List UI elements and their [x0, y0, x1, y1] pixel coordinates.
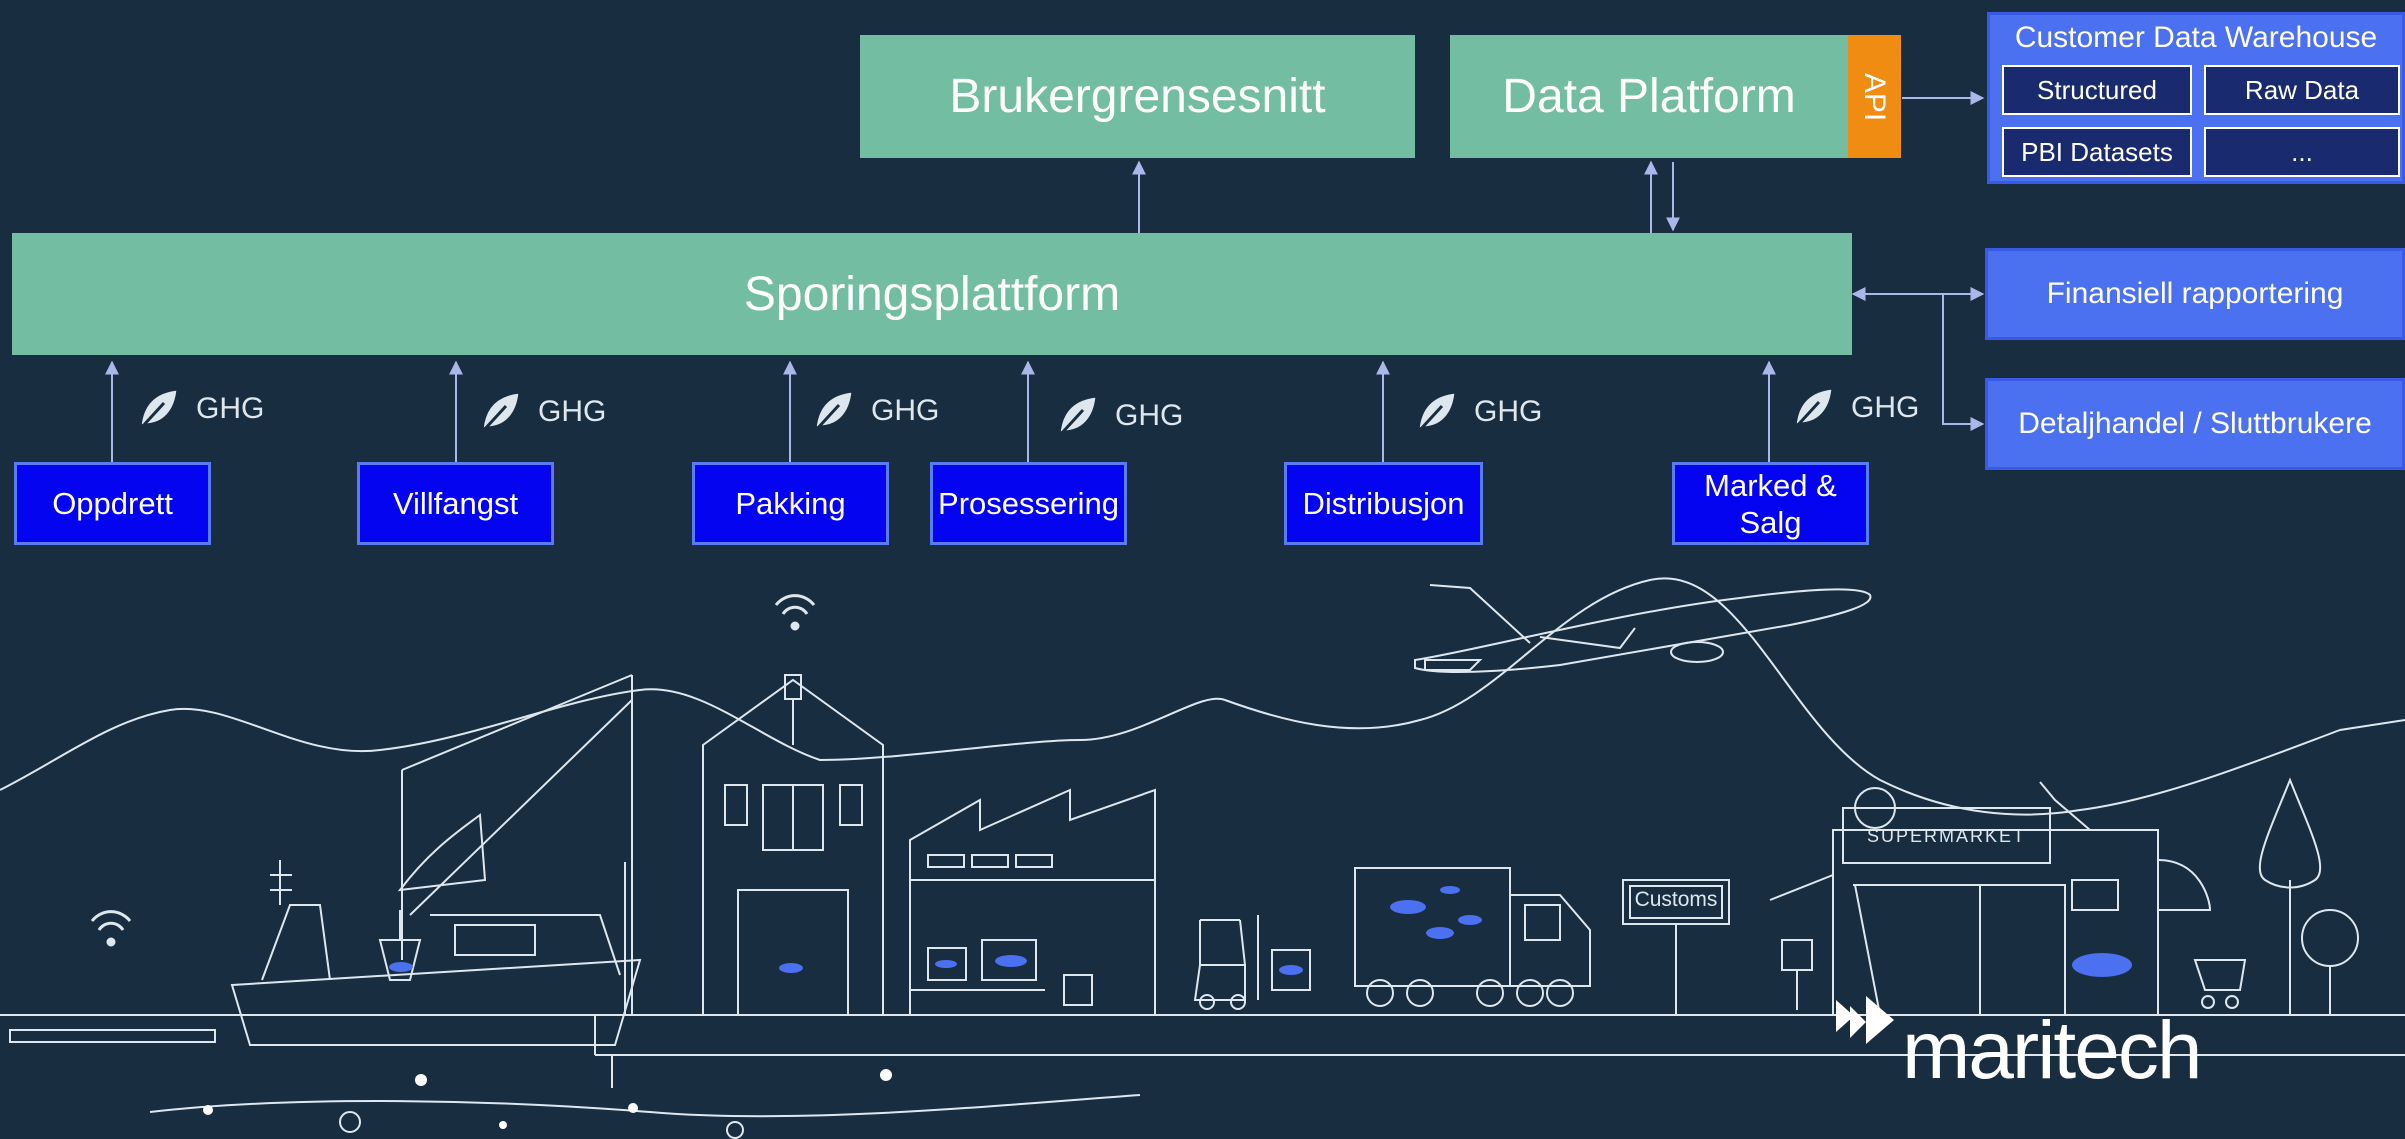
leaf-icon [138, 387, 180, 430]
ghg-label: GHG [538, 395, 607, 428]
ghg-villfangst: GHG [476, 388, 606, 436]
ghg-label: GHG [1115, 399, 1184, 432]
supermarket-label: SUPERMARKET [1866, 826, 2027, 846]
output-finance: Finansiell rapportering [1985, 248, 2405, 340]
maritech-brand: maritech [1902, 1005, 2202, 1096]
leaf-icon [1057, 394, 1099, 437]
source-label-line1: Marked & [1704, 467, 1837, 503]
platform-label: Sporingsplattform [743, 267, 1121, 321]
ghg-distribusjon: GHG [1412, 388, 1542, 436]
source-distribusjon: Distribusjon [1284, 462, 1483, 545]
water-line [149, 1094, 1141, 1118]
truck-icon [1354, 867, 1511, 987]
leaf-icon [1793, 386, 1835, 429]
warehouse-title: Customer Data Warehouse [2014, 21, 2378, 54]
customs-label: Customs [1634, 888, 1718, 911]
source-label: Distribusjon [1302, 486, 1465, 521]
source-label: Prosessering [938, 486, 1119, 521]
ui-label: Brukergrensesnitt [949, 70, 1326, 123]
source-pakking: Pakking [692, 462, 889, 545]
apple-icon [1854, 787, 1896, 829]
source-label: Villfangst [392, 486, 519, 521]
source-label-line2: Salg [1739, 504, 1802, 540]
ghg-oppdrett: GHG [134, 385, 264, 433]
airplane-icon [1414, 588, 1872, 673]
ghg-marked: GHG [1789, 384, 1919, 432]
mountain-line [0, 577, 2405, 816]
ghg-prosessering: GHG [1053, 392, 1183, 440]
leaf-icon [813, 389, 855, 432]
processing-building [702, 678, 884, 1016]
source-label: Oppdrett [52, 486, 173, 521]
output-retail: Detaljhandel / Sluttbrukere [1985, 378, 2405, 470]
output-retail-label: Detaljhandel / Sluttbrukere [2018, 407, 2372, 440]
wifi-icon [774, 594, 816, 631]
leaf-icon [1416, 390, 1458, 433]
tracking-platform-box: Sporingsplattform [12, 233, 1852, 355]
ghg-label: GHG [196, 392, 265, 425]
fish-icon [1390, 900, 1426, 914]
warehouse-cell-pbi: PBI Datasets [2002, 127, 2192, 177]
fish-crate-icon [378, 939, 422, 981]
source-oppdrett: Oppdrett [14, 462, 211, 545]
warehouse-cell-more: ... [2204, 127, 2400, 177]
boat-icon [230, 958, 642, 1046]
maritech-logo-arrows [1836, 996, 1894, 1044]
arrow-platform-retail [1942, 294, 1985, 431]
source-marked-salg: Marked & Salg [1672, 462, 1869, 545]
customer-data-warehouse: Customer Data Warehouse Structured Raw D… [1987, 12, 2405, 184]
source-label: Pakking [735, 486, 846, 521]
leaf-icon [480, 390, 522, 433]
ghg-label: GHG [1474, 395, 1543, 428]
cart-icon [2193, 959, 2247, 991]
source-villfangst: Villfangst [357, 462, 554, 545]
output-finance-label: Finansiell rapportering [2046, 277, 2344, 310]
ui-box: Brukergrensesnitt [860, 35, 1415, 158]
source-prosessering: Prosessering [930, 462, 1127, 545]
warehouse-cell-raw-data: Raw Data [2204, 65, 2400, 115]
supermarket-sign [1842, 807, 2051, 864]
wifi-icon [90, 910, 132, 947]
supermarket-building [1832, 829, 2159, 1016]
data-platform-label: Data Platform [1502, 70, 1796, 123]
ghg-label: GHG [871, 394, 940, 427]
warehouse-cell-structured: Structured [2002, 65, 2192, 115]
ghg-label: GHG [1851, 391, 1920, 424]
api-box: API [1848, 35, 1901, 158]
factory-building [909, 788, 1156, 1016]
ghg-pakking: GHG [809, 387, 939, 435]
tree [2258, 777, 2322, 889]
data-platform-box: Data Platform [1450, 35, 1848, 158]
